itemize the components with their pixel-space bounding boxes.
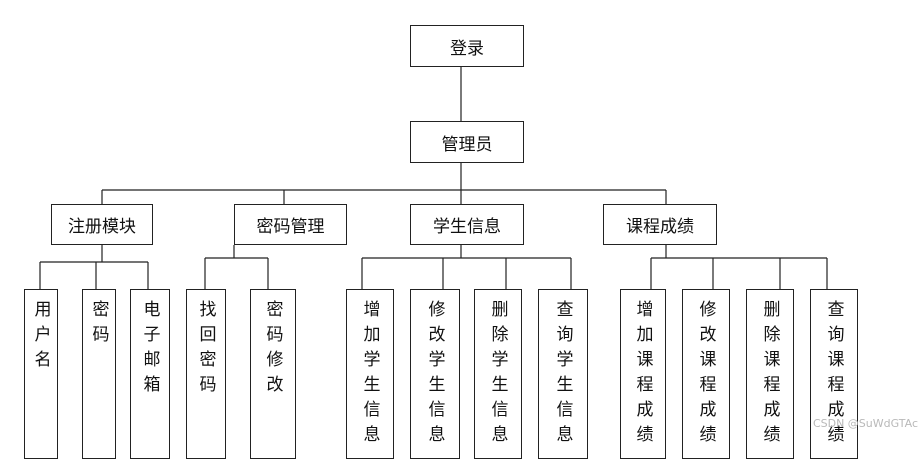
leaf-node-m2-2-label: 密码修改 xyxy=(262,300,283,400)
leaf-node-m4-4-label: 查询课程成绩 xyxy=(823,300,844,450)
leaf-node-m4-3-label: 删除课程成绩 xyxy=(759,300,780,450)
system-structure-diagram: 登录 管理员 注册模块 密码管理 学生信息 课程成绩 用户名 密码 电子邮箱 找… xyxy=(24,25,918,459)
leaf-node-m3-2: 修改学生信息 xyxy=(410,289,460,459)
leaf-node-m3-3: 删除学生信息 xyxy=(474,289,522,459)
node-root-label: 登录 xyxy=(450,38,484,59)
module-node-2: 密码管理 xyxy=(234,204,347,245)
module-node-4-label: 课程成绩 xyxy=(626,217,694,237)
node-admin: 管理员 xyxy=(410,121,524,163)
module-node-2-label: 密码管理 xyxy=(256,217,325,237)
leaf-node-m3-4: 查询学生信息 xyxy=(538,289,588,459)
leaf-node-m4-3: 删除课程成绩 xyxy=(746,289,794,459)
leaf-node-m1-1: 用户名 xyxy=(24,289,58,459)
leaf-node-m4-4: 查询课程成绩 xyxy=(810,289,858,459)
leaf-node-m1-3-label: 电子邮箱 xyxy=(139,300,160,400)
leaf-node-m4-2: 修改课程成绩 xyxy=(682,289,730,459)
node-root: 登录 xyxy=(410,25,524,67)
watermark: CSDN @SuWdGTAc xyxy=(812,417,918,430)
leaf-node-m2-1-label: 找回密码 xyxy=(195,300,216,400)
leaf-node-m2-1: 找回密码 xyxy=(186,289,226,459)
leaf-node-m1-2: 密码 xyxy=(82,289,116,459)
leaf-node-m2-2: 密码修改 xyxy=(250,289,296,459)
leaf-node-m3-1: 增加学生信息 xyxy=(346,289,394,459)
node-admin-label: 管理员 xyxy=(441,134,493,155)
module-node-3-label: 学生信息 xyxy=(433,217,501,237)
module-node-3: 学生信息 xyxy=(410,204,524,245)
leaf-node-m1-2-label: 密码 xyxy=(88,300,109,350)
leaf-node-m4-1: 增加课程成绩 xyxy=(620,289,666,459)
module-node-4: 课程成绩 xyxy=(603,204,717,245)
leaf-node-m4-2-label: 修改课程成绩 xyxy=(695,300,716,450)
leaf-node-m3-1-label: 增加学生信息 xyxy=(359,300,380,450)
connector-lines xyxy=(39,66,828,289)
leaf-node-m1-1-label: 用户名 xyxy=(30,300,51,375)
leaf-node-m3-3-label: 删除学生信息 xyxy=(487,300,508,450)
leaf-node-m4-1-label: 增加课程成绩 xyxy=(632,300,653,450)
module-node-1-label: 注册模块 xyxy=(68,217,136,237)
module-node-1: 注册模块 xyxy=(51,204,153,245)
leaf-node-m3-2-label: 修改学生信息 xyxy=(424,300,445,450)
leaf-node-m3-4-label: 查询学生信息 xyxy=(552,300,573,450)
leaf-node-m1-3: 电子邮箱 xyxy=(130,289,170,459)
